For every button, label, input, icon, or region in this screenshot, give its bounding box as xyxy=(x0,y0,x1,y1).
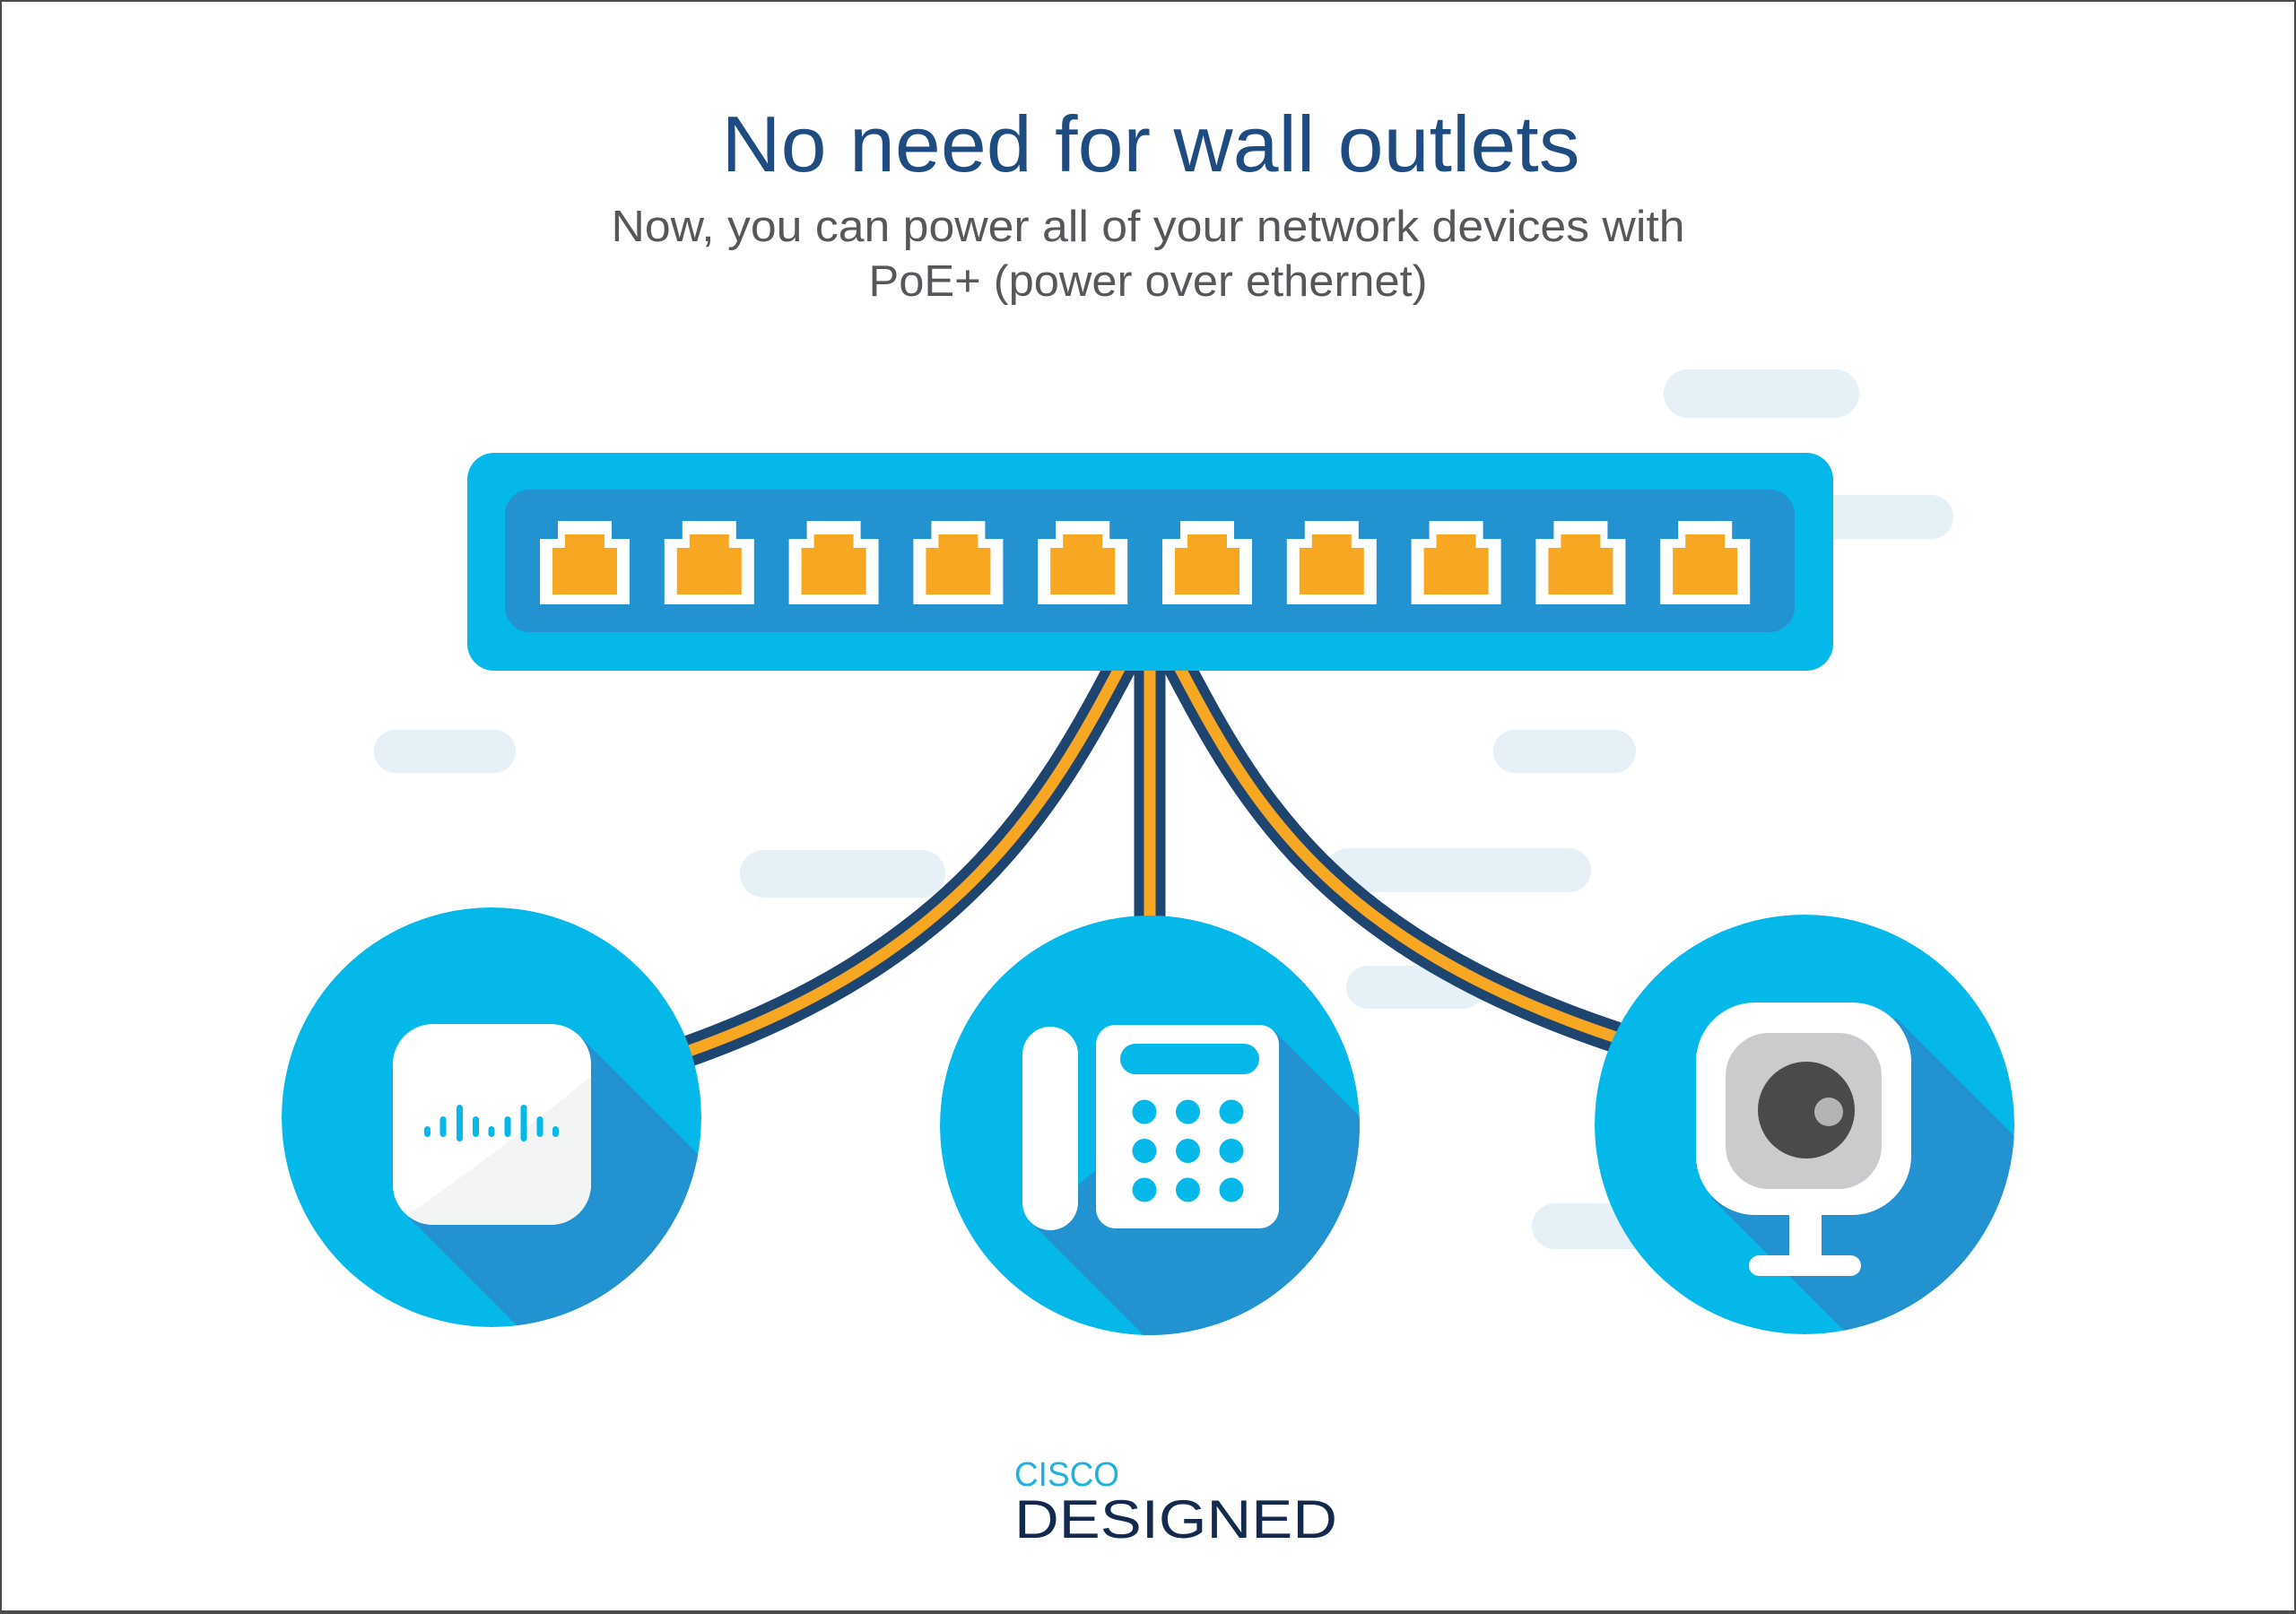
svg-text:No need for wall outlets: No need for wall outlets xyxy=(722,100,1580,188)
svg-text:PoE+ (power over ethernet): PoE+ (power over ethernet) xyxy=(869,256,1428,306)
svg-text:DESIGNED: DESIGNED xyxy=(1014,1488,1337,1549)
svg-text:CISCO: CISCO xyxy=(1014,1455,1119,1494)
svg-text:Now, you can power all of your: Now, you can power all of your network d… xyxy=(612,202,1685,251)
